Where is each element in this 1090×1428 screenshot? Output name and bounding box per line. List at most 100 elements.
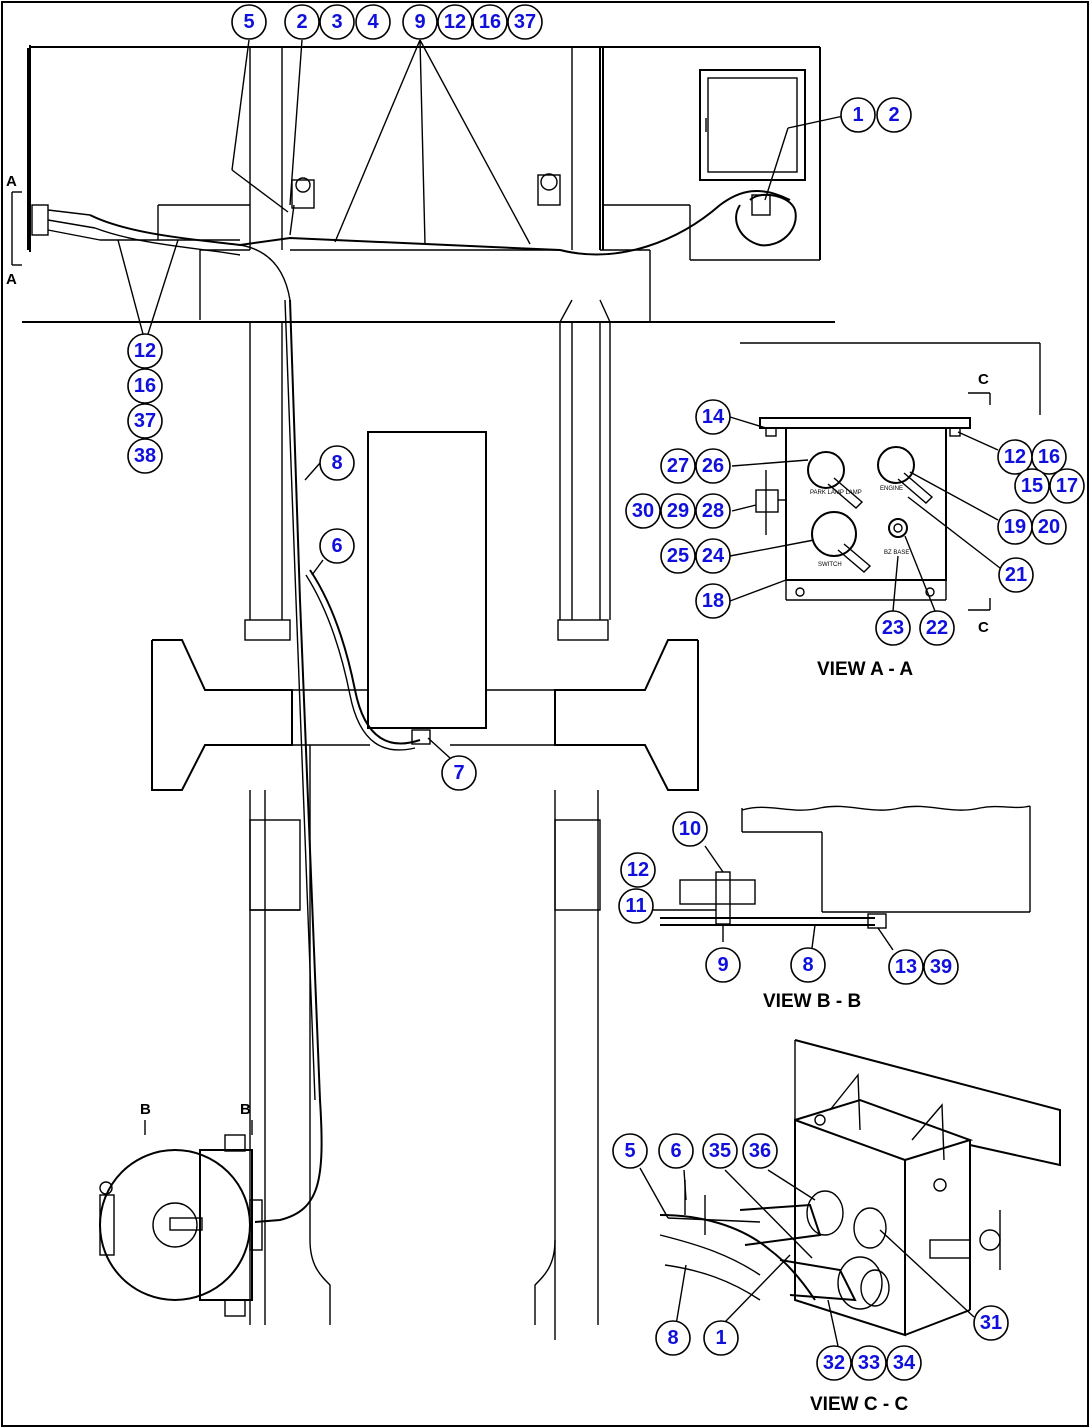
svg-text:19: 19: [1004, 516, 1026, 538]
svg-text:15: 15: [1021, 475, 1043, 497]
callout-11-bb: 11: [618, 888, 654, 924]
callout-21-aa: 21: [998, 557, 1034, 593]
svg-text:11: 11: [625, 895, 646, 917]
svg-text:37: 37: [514, 11, 536, 33]
svg-text:26: 26: [702, 455, 724, 477]
svg-text:22: 22: [926, 617, 948, 639]
callout-37-left: 37: [127, 403, 163, 439]
section-letter-c-bottom: C: [978, 619, 989, 636]
section-letter-b-right: B: [240, 1101, 251, 1118]
callout-7-mid: 7: [441, 755, 477, 791]
section-letter-a-top: A: [6, 173, 17, 190]
callout-9-bb: 9: [705, 947, 741, 983]
svg-text:23: 23: [882, 617, 904, 639]
callout-26-aa: 26: [695, 448, 731, 484]
svg-text:3: 3: [331, 11, 342, 33]
view-title-cc: VIEW C - C: [810, 1394, 908, 1415]
svg-text:29: 29: [667, 500, 689, 522]
callout-12-top: 12: [437, 4, 473, 40]
svg-text:2: 2: [888, 104, 899, 126]
callout-6-mid: 6: [319, 528, 355, 564]
callout-8-bb: 8: [790, 947, 826, 983]
callout-24-aa: 24: [695, 538, 731, 574]
callout-32-cc: 32: [816, 1345, 852, 1381]
callout-37-top: 37: [507, 4, 543, 40]
svg-text:9: 9: [414, 11, 425, 33]
callout-20-aa: 20: [1031, 509, 1067, 545]
callout-36-cc: 36: [742, 1133, 778, 1169]
svg-text:12: 12: [444, 11, 466, 33]
panel-label-park-lamp: PARK LAMP LAMP: [810, 490, 862, 496]
callout-8-mid: 8: [319, 445, 355, 481]
callout-4-top: 4: [355, 4, 391, 40]
callout-5-cc: 5: [612, 1133, 648, 1169]
svg-text:6: 6: [331, 535, 342, 557]
svg-text:33: 33: [858, 1352, 880, 1374]
callout-2-top: 2: [284, 4, 320, 40]
svg-text:18: 18: [702, 590, 724, 612]
svg-text:34: 34: [893, 1352, 916, 1374]
callout-33-cc: 33: [851, 1345, 887, 1381]
callout-15-aa: 15: [1014, 468, 1050, 504]
section-letter-c-top: C: [978, 371, 989, 388]
section-letter-b-left: B: [140, 1101, 151, 1118]
svg-text:16: 16: [479, 11, 501, 33]
callout-22-aa: 22: [919, 610, 955, 646]
svg-text:9: 9: [717, 954, 728, 976]
svg-text:14: 14: [702, 406, 725, 428]
svg-text:1: 1: [715, 1327, 726, 1349]
svg-text:12: 12: [627, 859, 649, 881]
svg-text:17: 17: [1056, 475, 1078, 497]
svg-text:2: 2: [296, 11, 307, 33]
svg-text:7: 7: [453, 762, 464, 784]
panel-label-switch: SWITCH: [818, 562, 842, 568]
callout-12-left: 12: [127, 333, 163, 369]
callout-8-cc: 8: [655, 1320, 691, 1356]
callout-19-aa: 19: [997, 509, 1033, 545]
callout-29-aa: 29: [660, 493, 696, 529]
svg-text:8: 8: [667, 1327, 678, 1349]
callout-38-left: 38: [127, 438, 163, 474]
callout-27-aa: 27: [660, 448, 696, 484]
view-title-aa: VIEW A - A: [817, 659, 913, 680]
callout-14-aa: 14: [695, 399, 731, 435]
svg-text:38: 38: [134, 445, 156, 467]
callout-1-right: 1: [840, 97, 876, 133]
callout-25-aa: 25: [660, 538, 696, 574]
view-aa-switch-panel: PARK LAMP LAMP ENGINE SWITCH BZ BASE: [740, 342, 1041, 601]
callout-12-aa: 12: [997, 439, 1033, 475]
callout-34-cc: 34: [886, 1345, 922, 1381]
panel-label-engine: ENGINE: [880, 486, 903, 492]
main-chassis-view: [22, 45, 835, 1340]
callout-bubbles: 5 2 3 4 9 12 16 37 1 2 12 16 37 38 8 6 7…: [127, 4, 1085, 1381]
callout-35-cc: 35: [702, 1133, 738, 1169]
callout-16-left: 16: [127, 368, 163, 404]
svg-text:13: 13: [895, 956, 917, 978]
svg-text:24: 24: [702, 545, 725, 567]
svg-text:12: 12: [1004, 446, 1026, 468]
svg-text:32: 32: [823, 1352, 845, 1374]
view-cc-connector-detail: [659, 1039, 1061, 1337]
view-bb-harness-clamp: [660, 805, 1031, 929]
view-title-bb: VIEW B - B: [763, 991, 861, 1012]
svg-text:5: 5: [624, 1140, 635, 1162]
svg-text:5: 5: [243, 11, 254, 33]
svg-text:16: 16: [134, 375, 156, 397]
svg-text:21: 21: [1005, 564, 1027, 586]
svg-text:6: 6: [670, 1140, 681, 1162]
svg-text:25: 25: [667, 545, 689, 567]
callout-9-top: 9: [402, 4, 438, 40]
svg-text:8: 8: [331, 452, 342, 474]
svg-text:28: 28: [702, 500, 724, 522]
svg-text:35: 35: [709, 1140, 731, 1162]
svg-text:4: 4: [367, 11, 379, 33]
svg-text:27: 27: [667, 455, 689, 477]
section-letter-a-bottom: A: [6, 271, 17, 288]
svg-text:36: 36: [749, 1140, 771, 1162]
callout-1-cc: 1: [703, 1320, 739, 1356]
callout-12-bb: 12: [620, 852, 656, 888]
callout-3-top: 3: [319, 4, 355, 40]
callout-16-aa: 16: [1031, 439, 1067, 475]
callout-23-aa: 23: [875, 610, 911, 646]
